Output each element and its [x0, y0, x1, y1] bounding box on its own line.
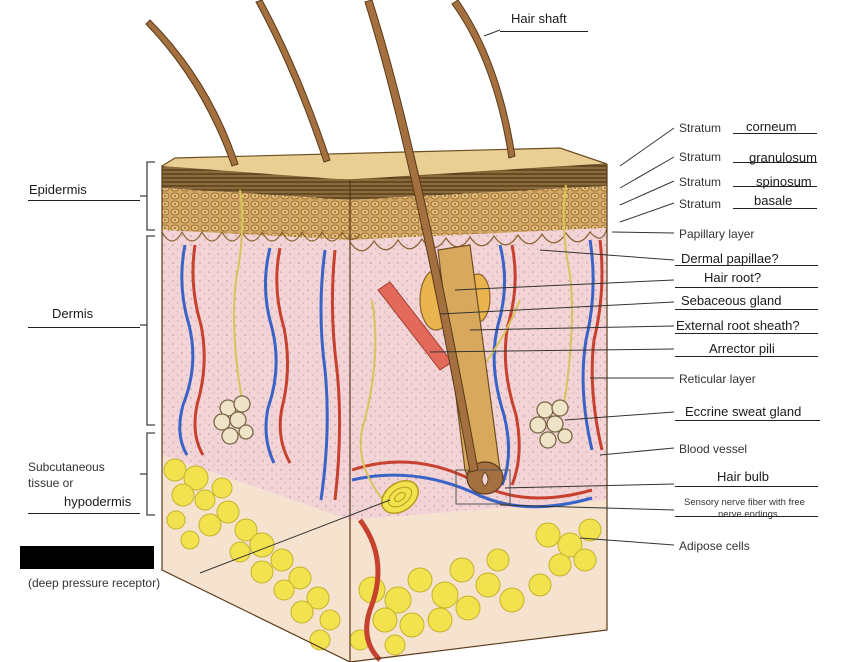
underline-hair-root [675, 287, 818, 288]
underline-sensory-nerve [675, 516, 818, 517]
label-eccrine-sweat-gland: Eccrine sweat gland [685, 404, 801, 419]
label-stratum-2: Stratum [679, 150, 721, 164]
label-hair-root: Hair root? [704, 270, 761, 285]
label-adipose-cells: Adipose cells [679, 539, 750, 553]
label-dermal-papillae: Dermal papillae? [681, 251, 779, 266]
underline-granulosum [733, 162, 817, 163]
label-stratum-3: Stratum [679, 175, 721, 189]
underline-dermis [28, 327, 140, 328]
redacted-label-box [20, 546, 154, 569]
label-sensory-nerve-line1: Sensory nerve fiber with free [684, 497, 805, 508]
label-corneum: corneum [746, 119, 797, 134]
label-epidermis: Epidermis [29, 182, 87, 197]
underline-hair-shaft [500, 31, 588, 32]
underline-hair-bulb [675, 486, 818, 487]
label-sebaceous-gland: Sebaceous gland [681, 293, 781, 308]
label-basale: basale [754, 193, 792, 208]
label-hair-bulb: Hair bulb [717, 469, 769, 484]
label-sensory-nerve-line2: nerve endings [718, 509, 778, 520]
label-subcutaneous: Subcutaneous [28, 460, 105, 474]
label-papillary-layer: Papillary layer [679, 227, 754, 241]
underline-basale [733, 208, 817, 209]
underline-sebaceous-gland [675, 309, 818, 310]
underline-eccrine-sweat-gland [675, 420, 820, 421]
label-deep-pressure-receptor: (deep pressure receptor) [28, 576, 160, 590]
label-hypodermis: hypodermis [64, 494, 131, 509]
label-stratum-4: Stratum [679, 197, 721, 211]
underline-corneum [733, 133, 817, 134]
underline-dermal-papillae [675, 265, 818, 266]
label-arrector-pili: Arrector pili [709, 341, 775, 356]
underline-hypodermis [28, 513, 140, 514]
label-reticular-layer: Reticular layer [679, 372, 756, 386]
label-stratum-1: Stratum [679, 121, 721, 135]
underline-external-root-sheath [675, 333, 818, 334]
left-brackets [140, 162, 155, 515]
label-blood-vessel: Blood vessel [679, 442, 747, 456]
underline-arrector-pili [675, 356, 818, 357]
label-external-root-sheath: External root sheath? [676, 318, 800, 333]
label-dermis: Dermis [52, 306, 93, 321]
underline-spinosum [733, 186, 817, 187]
label-hair-shaft: Hair shaft [511, 11, 567, 26]
label-tissue-or: tissue or [28, 476, 73, 490]
underline-epidermis [28, 200, 140, 201]
